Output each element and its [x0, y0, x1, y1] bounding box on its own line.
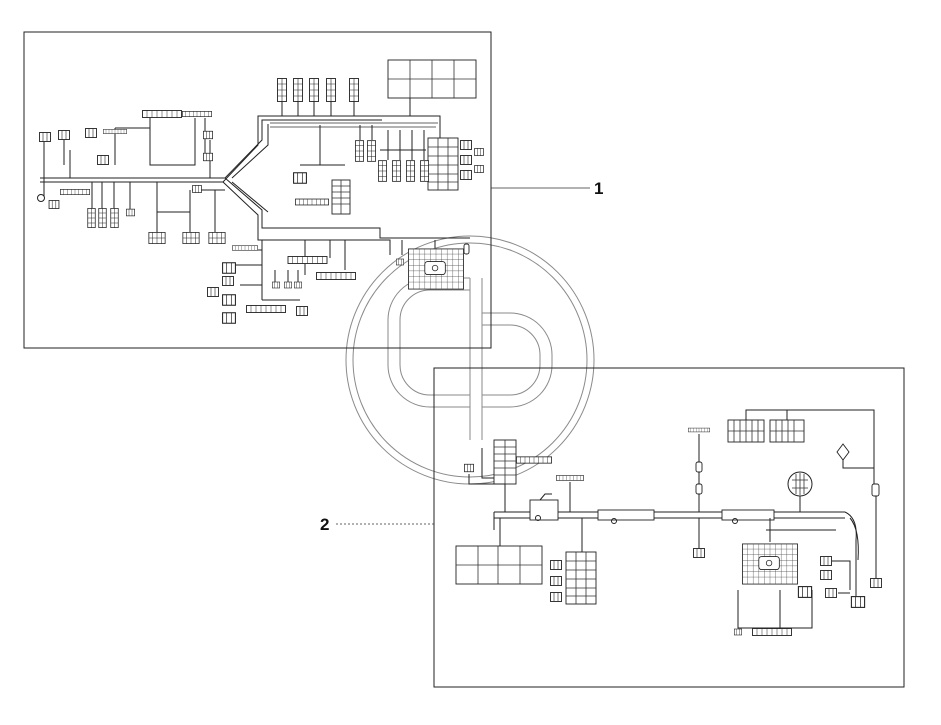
mid-bottom-connectors — [287, 240, 357, 280]
harness-panel-2 — [433, 367, 905, 688]
left-branch-1 — [37, 110, 213, 209]
hatched-component-2 — [734, 518, 836, 636]
callout-2-label: 2 — [320, 515, 329, 534]
panel-1-frame — [23, 31, 492, 349]
harness-panel-1 — [23, 31, 492, 349]
ecu-connector-2 — [464, 439, 584, 512]
diamond-connector — [836, 443, 882, 588]
relay-block-2 — [550, 518, 597, 605]
panel-2-frame — [433, 367, 905, 688]
fuse-box-2 — [455, 518, 543, 585]
ecu-connector-1 — [293, 125, 351, 215]
top-connector-row — [277, 78, 359, 116]
connector-cluster-right — [355, 125, 429, 182]
hatched-component-1 — [396, 240, 470, 290]
callout-1: 1 — [491, 179, 603, 198]
lower-left-connectors — [87, 182, 226, 244]
main-trunk — [40, 119, 300, 229]
watermark-logo — [345, 235, 595, 485]
relay-block-1 — [427, 137, 484, 191]
middle-branch-2 — [688, 427, 710, 558]
callout-1-label: 1 — [594, 179, 603, 198]
lower-middle-connectors — [207, 240, 308, 324]
round-connector — [787, 471, 813, 512]
fuse-box-top — [387, 59, 477, 116]
right-connectors-2 — [820, 556, 866, 608]
callout-2: 2 — [320, 515, 434, 534]
relay-pair-2 — [727, 409, 875, 490]
